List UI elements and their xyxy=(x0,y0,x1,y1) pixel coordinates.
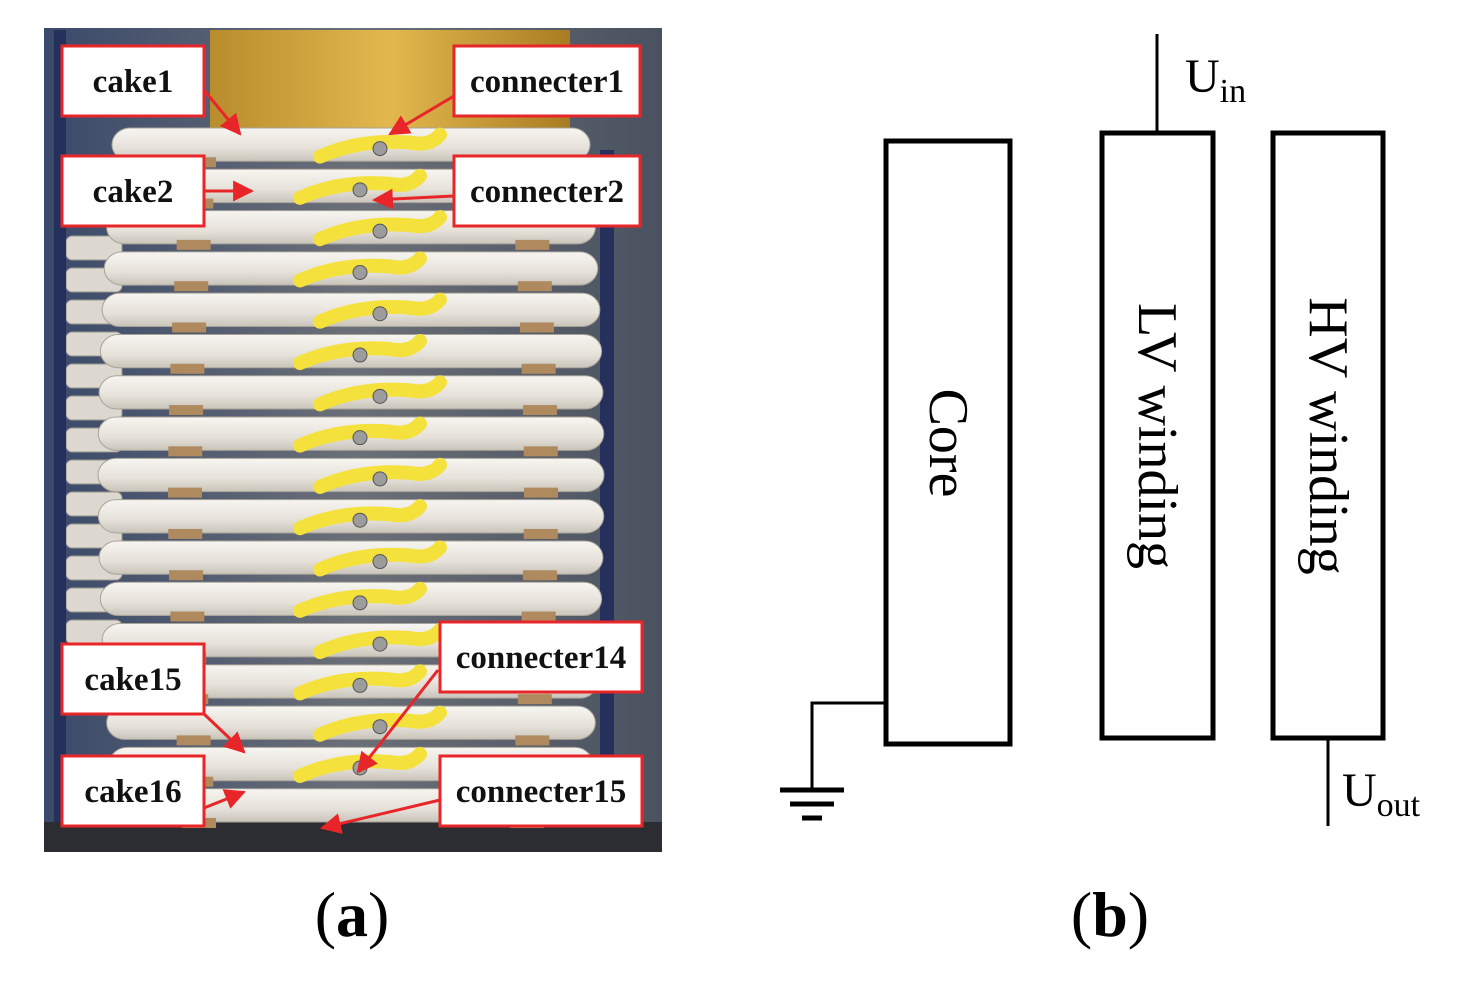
winding-schematic: Core LV winding HV winding Uin Uout xyxy=(780,34,1421,826)
connector-lead xyxy=(313,705,447,742)
label-cake15: cake15 xyxy=(60,642,206,716)
label-cake16: cake16 xyxy=(60,754,206,828)
connector-lead xyxy=(293,334,427,371)
ground-icon xyxy=(780,787,844,821)
caption-a-letter: a xyxy=(336,879,368,950)
uout-base: U xyxy=(1342,764,1377,817)
label-connecter1: connecter1 xyxy=(452,44,642,118)
arrow-connecter14 xyxy=(356,669,440,774)
ground-lead xyxy=(810,701,886,788)
label-connecter2: connecter2 xyxy=(452,154,642,228)
transformer-photo: cake1 cake2 cake15 cake16 connecter1 con… xyxy=(44,28,662,852)
arrow-cake16 xyxy=(203,789,246,810)
connector-lead xyxy=(293,499,427,536)
connector-leads xyxy=(293,127,447,783)
uin-sub: in xyxy=(1220,73,1246,110)
label-cake1: cake1 xyxy=(60,44,206,118)
core-label: Core xyxy=(917,389,979,498)
caption-b: (b) xyxy=(1071,879,1149,950)
label-cake2: cake2 xyxy=(60,154,206,228)
connector-lead xyxy=(313,375,447,412)
connector-lead xyxy=(293,168,427,205)
label-cake1-text: cake1 xyxy=(93,64,174,100)
arrow-cake15 xyxy=(202,712,246,754)
hv-winding-box xyxy=(1270,130,1386,741)
lv-winding-box xyxy=(1099,130,1216,741)
connector-lead xyxy=(293,581,427,618)
label-connecter15: connecter15 xyxy=(438,754,644,828)
label-cake15-text: cake15 xyxy=(84,662,181,698)
arrow-connecter15 xyxy=(319,798,441,834)
label-connecter15-text: connecter15 xyxy=(456,774,626,810)
caption-b-letter: b xyxy=(1092,879,1128,950)
caption-a-open: ( xyxy=(315,879,336,950)
connector-lead xyxy=(293,251,427,288)
connector-lead xyxy=(313,457,447,494)
label-connecter14: connecter14 xyxy=(438,620,644,694)
caption-b-open: ( xyxy=(1071,879,1092,950)
uout-label: Uout xyxy=(1342,764,1421,824)
label-connecter14-text: connecter14 xyxy=(456,640,626,676)
uout-sub: out xyxy=(1377,787,1421,824)
label-cake16-text: cake16 xyxy=(84,774,181,810)
connector-lead xyxy=(293,416,427,453)
caption-a: (a) xyxy=(315,879,390,950)
lv-winding-label: LV winding xyxy=(1126,303,1188,569)
frame-post-left xyxy=(54,30,66,850)
connector-lead xyxy=(313,127,447,164)
arrow-connecter1 xyxy=(388,94,455,136)
label-connecter1-text: connecter1 xyxy=(470,64,624,100)
arrow-connecter2 xyxy=(371,188,455,210)
connector-lead xyxy=(293,664,427,701)
connector-lead xyxy=(313,210,447,247)
connector-lead xyxy=(313,540,447,577)
frame-post-right xyxy=(600,150,614,850)
arrow-cake1 xyxy=(202,89,242,136)
core-box xyxy=(883,138,1013,747)
connector-lead xyxy=(313,623,447,660)
hv-winding-label: HV winding xyxy=(1297,297,1359,574)
connector-lead xyxy=(313,292,447,329)
uin-base: U xyxy=(1185,50,1220,103)
caption-a-close: ) xyxy=(368,879,389,950)
uin-label: Uin xyxy=(1185,50,1246,110)
caption-b-close: ) xyxy=(1128,879,1149,950)
label-cake2-text: cake2 xyxy=(93,174,174,210)
label-connecter2-text: connecter2 xyxy=(470,174,624,210)
